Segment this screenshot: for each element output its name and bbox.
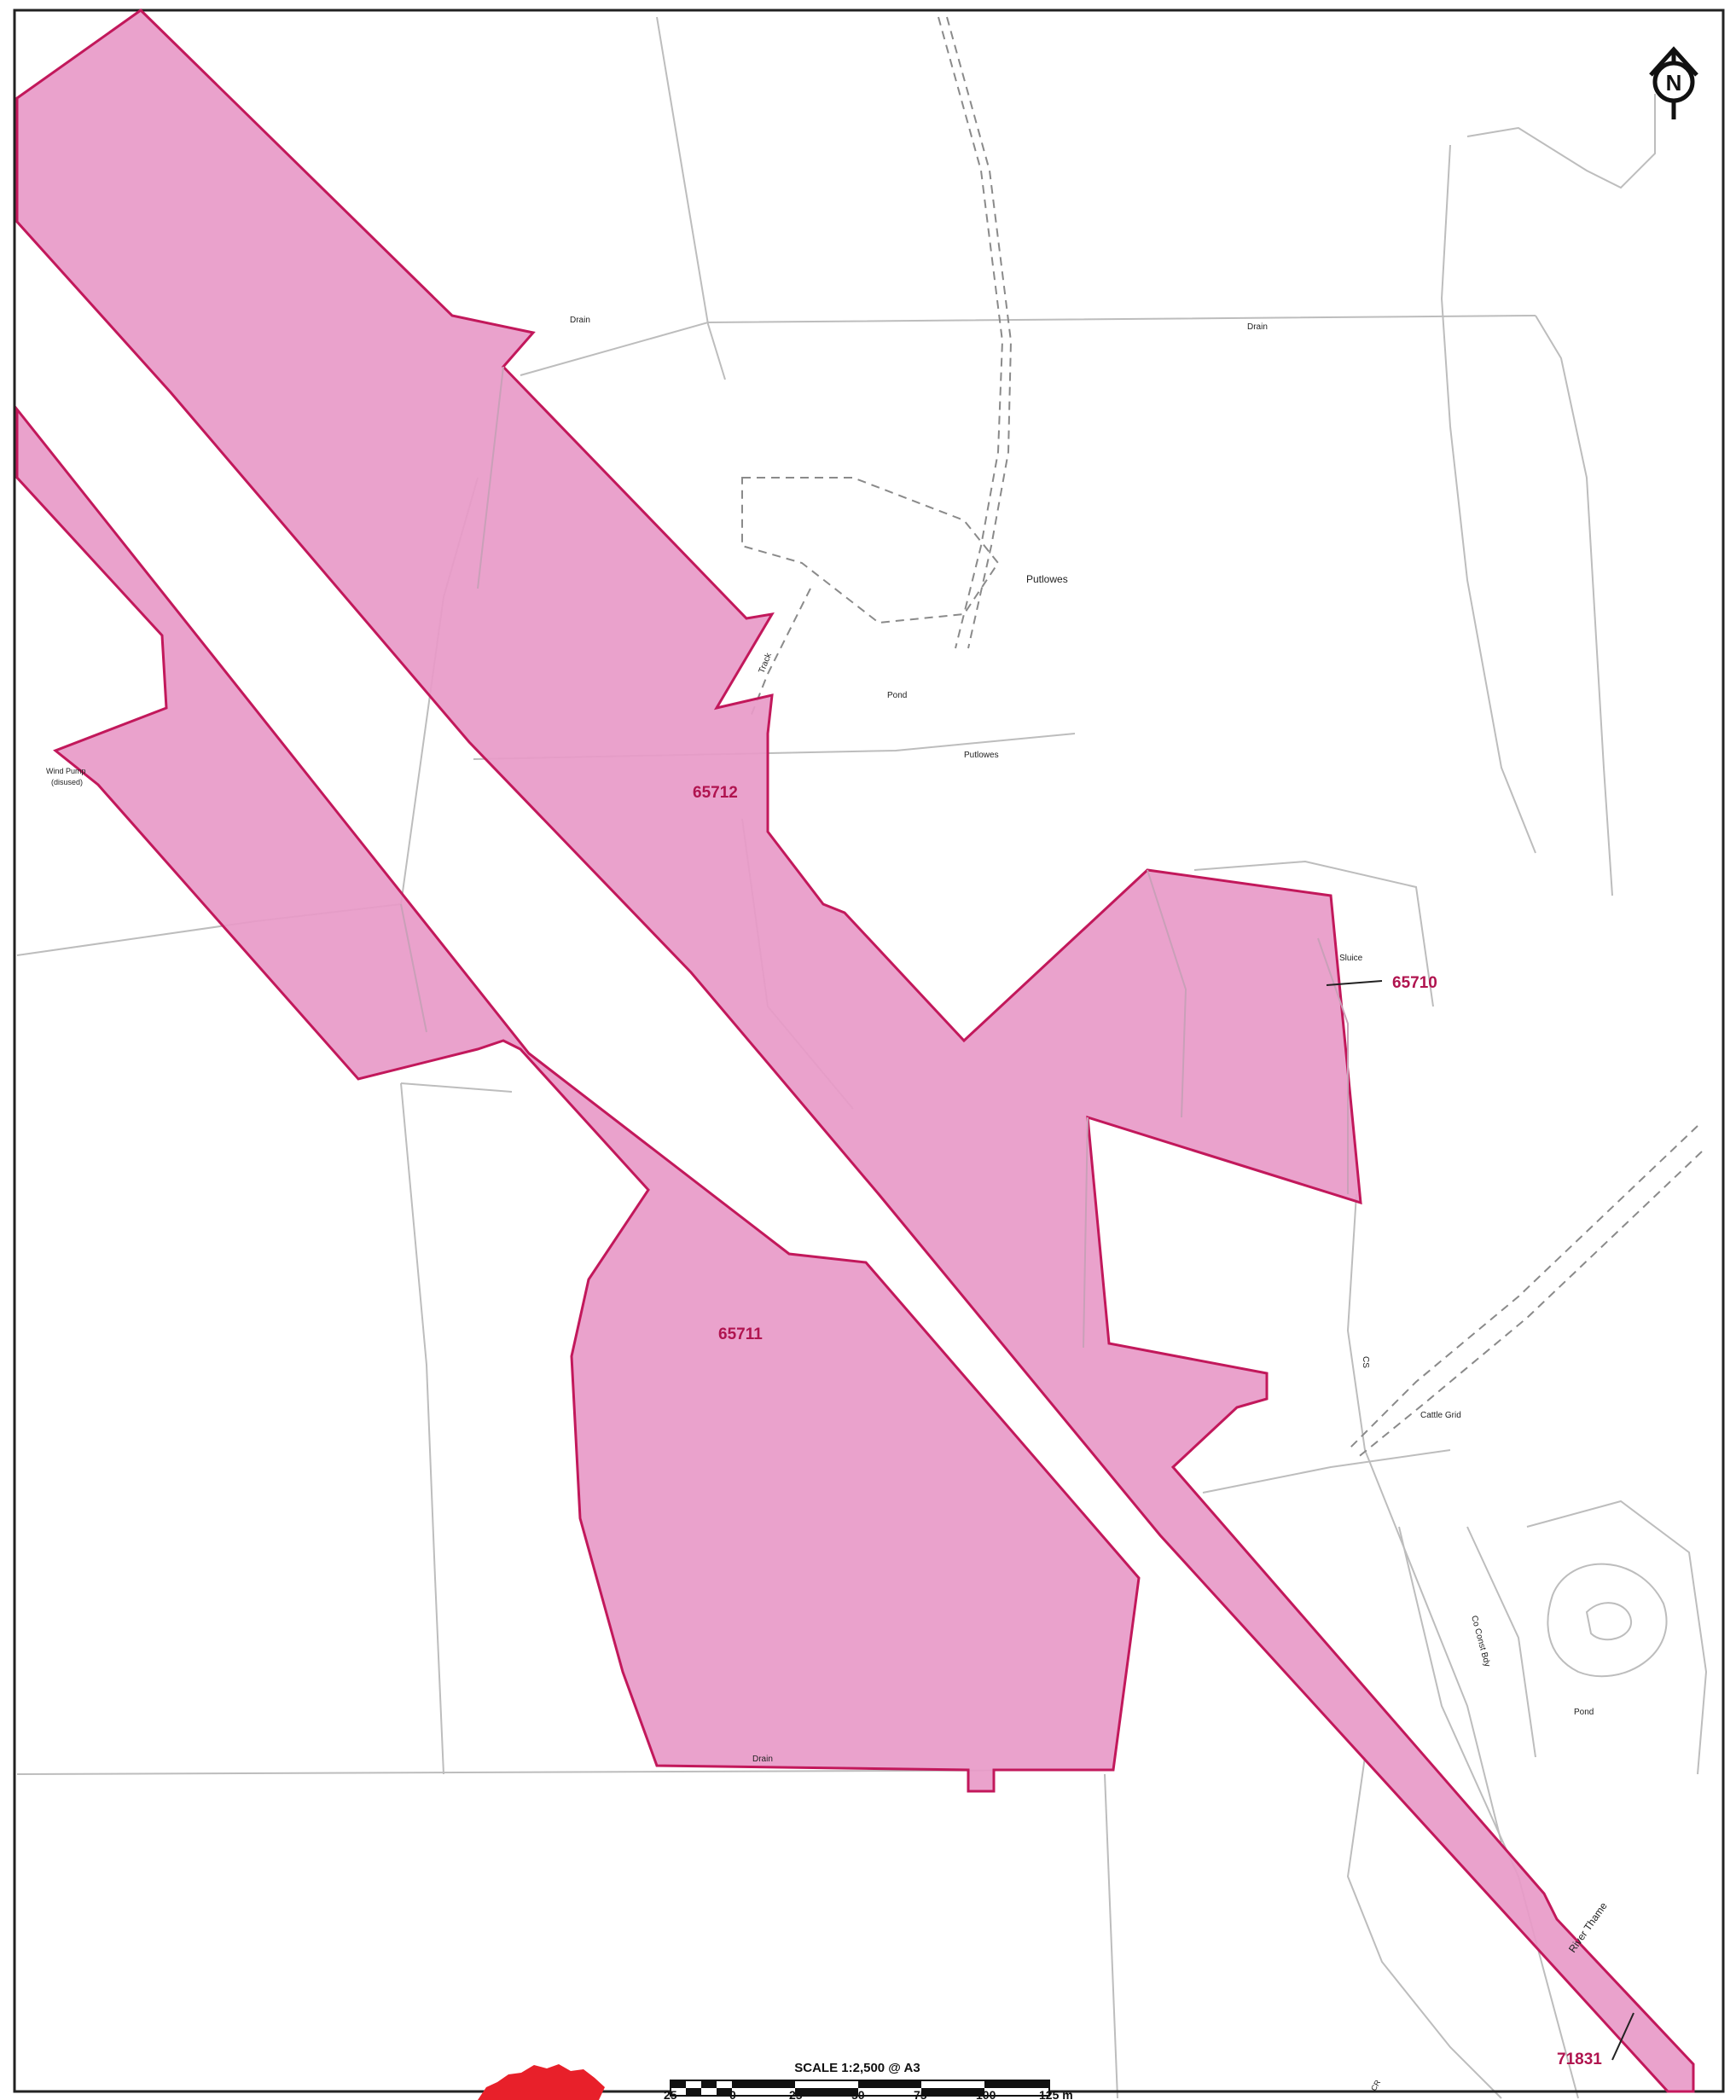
scale-tick-3: 50 <box>851 2088 865 2100</box>
label-putlowes-2: Putlowes <box>964 751 999 760</box>
leader-lines <box>1326 980 1634 2061</box>
parcel-layer <box>15 9 1695 2093</box>
parcel-labels: 65712 65711 65710 71831 <box>693 784 1602 2068</box>
label-cattle-grid: Cattle Grid <box>1420 1411 1461 1420</box>
label-drain-2: Drain <box>1247 322 1268 332</box>
scale-tick-1: 0 <box>729 2088 736 2100</box>
parcel-label-65712: 65712 <box>693 784 738 802</box>
scale-tick-0: 25 <box>664 2088 677 2100</box>
label-cs: CS <box>1361 1356 1370 1368</box>
parcel-internal-lines <box>400 366 1349 1349</box>
north-letter: N <box>1666 70 1682 96</box>
parcel-label-71831: 71831 <box>1557 2051 1602 2068</box>
parcel-label-65711: 65711 <box>718 1326 763 1343</box>
parcel-65711-shape[interactable] <box>15 405 1141 1793</box>
label-drain-3: Drain <box>752 1755 773 1764</box>
label-track: Track <box>758 651 775 675</box>
label-cr: CR <box>1369 2078 1382 2092</box>
scale-bar: SCALE 1:2,500 @ A3 25 0 25 50 75 100 125… <box>664 2061 1073 2100</box>
label-putlowes-1: Putlowes <box>1026 573 1068 585</box>
label-river-thame: River Thame <box>1566 1900 1610 1954</box>
label-pond-1: Pond <box>887 691 907 700</box>
scale-tick-4: 75 <box>914 2088 927 2100</box>
dashed-track-lines <box>741 16 1703 1459</box>
parcel-65712-shape[interactable] <box>15 9 1695 2093</box>
scale-tick-5: 100 <box>976 2088 996 2100</box>
north-arrow-icon: N <box>1649 46 1698 119</box>
label-wind-pump: Wind Pump <box>46 767 86 775</box>
scale-title: SCALE 1:2,500 @ A3 <box>794 2061 920 2075</box>
scale-tick-2: 25 <box>789 2088 803 2100</box>
parcel-label-65710: 65710 <box>1392 974 1437 992</box>
stamp-seal-icon <box>478 2064 605 2100</box>
scale-tick-6: 125 m <box>1039 2088 1073 2100</box>
label-co-const-bdy: Co Const Bdy <box>1469 1615 1492 1668</box>
label-pond-2: Pond <box>1574 1708 1594 1717</box>
label-sluice: Sluice <box>1339 954 1363 963</box>
label-wind-pump-note: (disused) <box>51 778 83 786</box>
label-drain-1: Drain <box>570 316 590 325</box>
